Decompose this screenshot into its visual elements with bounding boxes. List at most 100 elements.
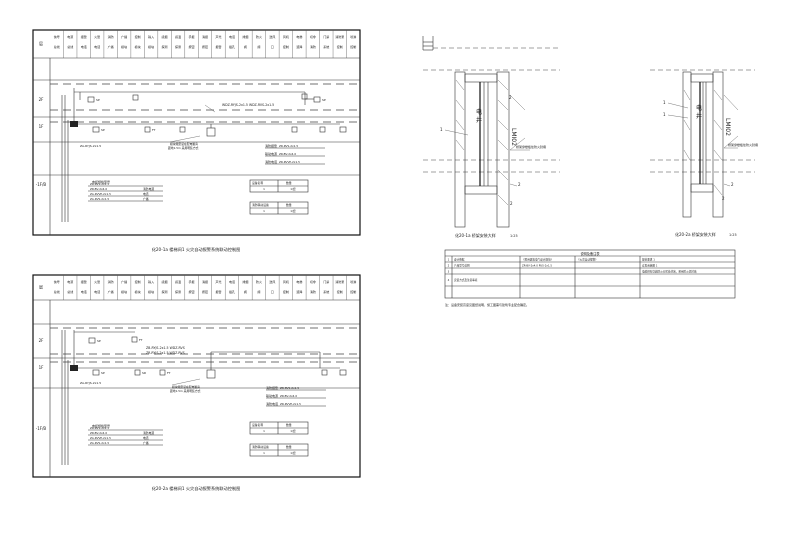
header-cell: 信号 (54, 34, 60, 39)
header-cell: 切非 (310, 279, 316, 284)
svg-text:SP: SP (101, 128, 105, 132)
diagram-2-caption: 化20-2a 楼梯间1 火灾自动报警系统联动控制图 (152, 485, 241, 492)
list-spec: ZR-BV-2x4.0 (90, 431, 107, 435)
cable-label: ZR-RYJS-2x1.5 WDZ-RVS (146, 351, 185, 355)
list-spec: ZA-RVVP-2x1.5 (90, 192, 111, 196)
header-cell: 报警 (215, 289, 221, 294)
header-cell: 电梯 (296, 279, 302, 284)
header-cell: 消防泵 (335, 34, 344, 39)
header-cell: 防火 (256, 34, 262, 39)
header-cell: 探测 (162, 289, 168, 294)
cable-label: ZA-RYJS-2x1.5 (80, 381, 101, 385)
header-cell: 控制 (283, 44, 289, 49)
header-cell: 阀 (244, 44, 247, 49)
dimension-label: 1 (663, 100, 666, 105)
dimension-label: 2 (731, 182, 734, 187)
notes-cell: 《火灾自动报警》 (577, 258, 598, 262)
table-cell: 1/套 (290, 209, 296, 213)
table-cell: 1/套 (290, 187, 296, 191)
header-cell: 控制 (337, 289, 343, 294)
header-cell: 喷淋 (350, 279, 356, 284)
legend-name: 联动电源 (266, 393, 278, 398)
header-cell: 总线 (54, 44, 60, 49)
svg-text:SP: SP (322, 98, 326, 102)
diagram-2-header-row: 层信号总线电源总线报警电话火警电话消防广播广播模块控制模块输入模块感烟探测感温探… (39, 275, 356, 300)
table-header: 数量 (286, 203, 292, 207)
header-cell: 模块 (148, 44, 154, 49)
header-cell: 探测 (175, 289, 181, 294)
detail-scale: 1:25 (510, 234, 518, 238)
header-cell: 广播 (108, 289, 114, 294)
legend-spec: ZR-BV-2x4.0 (279, 152, 296, 156)
header-cell: 控制 (350, 44, 356, 49)
cable-label: ZB-RYJS-2x1.5 WDZ-RVS (146, 346, 185, 350)
notes-cell: 3 (448, 270, 450, 274)
header-cell: 消防泵 (335, 279, 344, 284)
header-cell: 广播 (121, 34, 127, 39)
shaft-section-detail-1: 电 井 LMI02 1 2 2 2 桥架穿楼板处防火封堵 化20-1a 桥架安装… (422, 36, 560, 238)
diagram-1-frame (32, 29, 361, 236)
header-cell: 送风 (269, 279, 275, 284)
shaft-title: 井 (476, 116, 482, 124)
legend-spec: ZR-RVS-2x1.5 (280, 386, 299, 390)
header-cell: 电话 (94, 44, 100, 49)
header-cell: 消防 (108, 34, 114, 39)
legend-name: 消防报警 (265, 143, 277, 148)
header-cell: 切非 (310, 34, 316, 39)
header-cell: 探测 (175, 44, 181, 49)
module-note: 模块箱安装在配电箱旁 (172, 385, 200, 389)
notes-cell: 1 (448, 258, 450, 262)
detail-caption: 化20-1a 桥架安装大样 (455, 232, 496, 238)
list-spec: ZA-RVVP-2x1.5 (90, 436, 111, 440)
header-cell: 报警 (81, 279, 87, 284)
header-cell: 门禁 (323, 34, 329, 39)
svg-text:SP: SP (97, 339, 101, 343)
header-cell: 消防 (310, 289, 316, 294)
header-cell: 感温 (175, 34, 181, 39)
header-cell: 按钮 (189, 289, 195, 294)
header-cell: 感温 (175, 279, 181, 284)
list-label: 消防电源 (143, 187, 154, 191)
header-cell: 消防 (108, 279, 114, 284)
header-cell: 模块 (148, 289, 154, 294)
notes-cell: 安装方式及注意事项 (454, 278, 478, 282)
header-cell: 广播 (121, 279, 127, 284)
shaft-title: 井 (696, 112, 702, 120)
header-cell: 迫降 (296, 44, 302, 49)
header-cell: 口 (271, 45, 274, 49)
notes-cell: 产品型号说明 (454, 264, 470, 268)
diagram-1-header-row: 层信号总线电源总线报警电话火警电话消防广播广播模块控制模块输入模块感烟探测感温探… (39, 30, 356, 58)
header-cell: 输入 (148, 279, 154, 284)
header-cell: 电话 (94, 289, 100, 294)
header-cell: 总线 (67, 289, 73, 294)
header-cell: 消报 (202, 34, 208, 39)
floor-label: 1F (39, 365, 45, 370)
table-header: 设备名称 (252, 423, 263, 427)
legend-name: 消防电话 (266, 401, 278, 406)
svg-text:SP: SP (101, 371, 105, 375)
svg-text:SD: SD (142, 371, 147, 375)
dimension-label: 1 (663, 112, 666, 117)
legend-name: 消防报警 (266, 385, 278, 390)
header-cell: 电梯 (296, 34, 302, 39)
header-cell: 手报 (189, 279, 195, 284)
header-cell: 电话 (229, 279, 235, 284)
header-cell: 电话 (229, 34, 235, 39)
header-cell: 电话 (81, 289, 87, 294)
vertical-label: LMI02 (510, 128, 517, 146)
header-cell: 阀 (244, 289, 247, 294)
table-cell: 1 (263, 187, 265, 191)
floor-label: -1F/B (36, 426, 47, 431)
header-cell: 模块 (135, 289, 141, 294)
table-cell: 1 (263, 451, 265, 455)
notes-table-title: 说明及备注表 (580, 251, 600, 256)
shaft-section-detail-2: 电 井 LMI02 1 1 2 2 桥架穿楼板处防火封堵 化20-2a 桥架安装… (650, 69, 758, 237)
notes-cell: 规范要求 1 (642, 258, 655, 262)
list-title: 电缆规格型号 (92, 423, 110, 428)
header-cell: 层 (39, 40, 43, 46)
header-cell: 插孔 (229, 289, 235, 294)
